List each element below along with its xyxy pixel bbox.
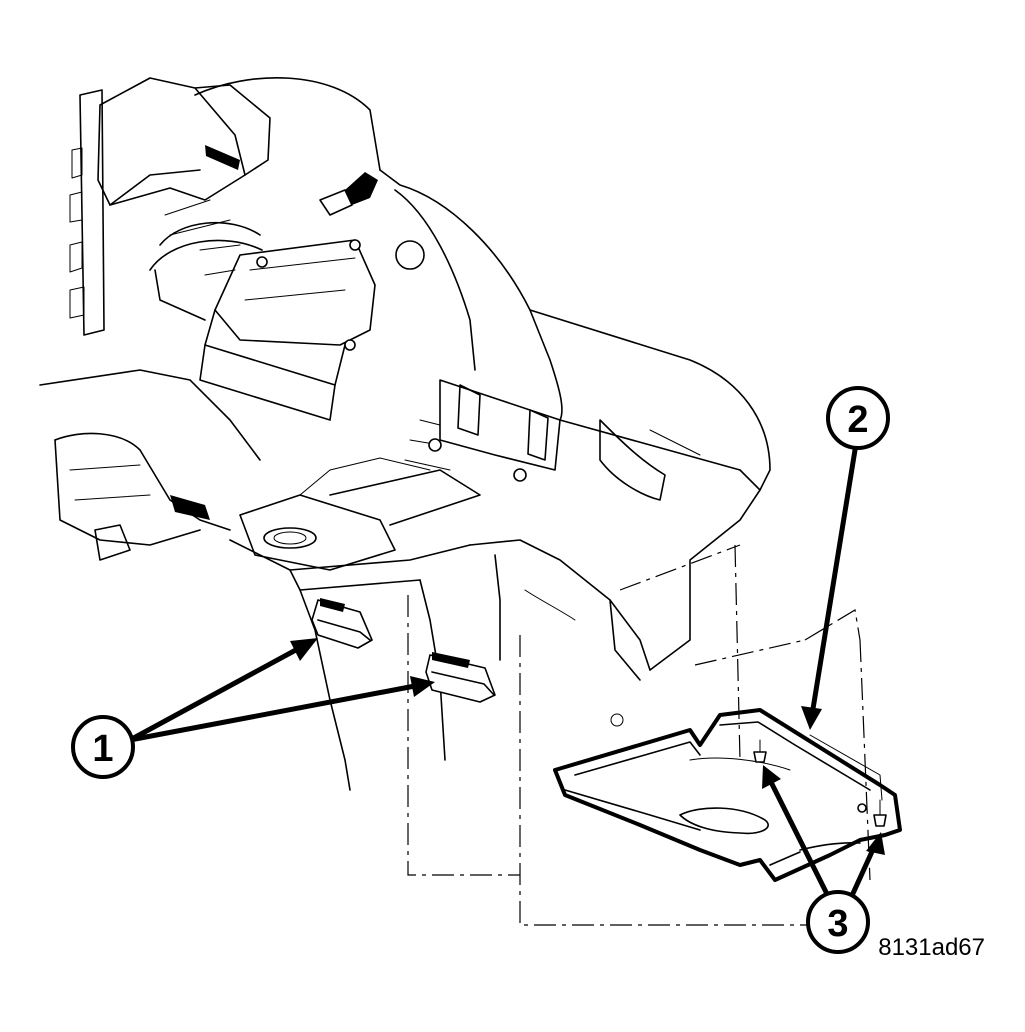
figure-id: 8131ad67 xyxy=(878,934,985,961)
callout-1-label: 1 xyxy=(92,728,113,770)
callout-2-label: 2 xyxy=(847,399,868,441)
leader-arrows xyxy=(127,447,885,903)
silencer-panel xyxy=(553,708,902,882)
callout-3: 3 xyxy=(806,890,870,954)
callout-3-label: 3 xyxy=(827,903,848,945)
retaining-clips xyxy=(311,598,496,703)
callout-1: 1 xyxy=(71,715,135,779)
callout-2: 2 xyxy=(826,386,890,450)
instrument-panel-assembly xyxy=(39,77,771,791)
